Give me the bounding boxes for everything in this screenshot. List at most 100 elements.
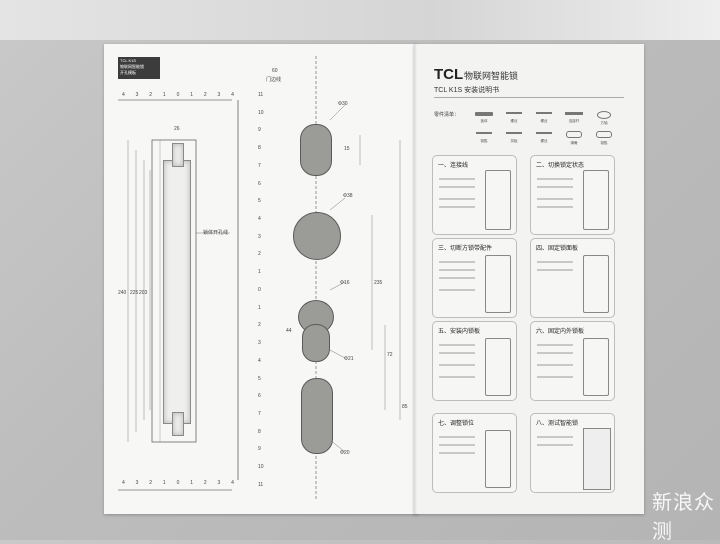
dim-label: 235 (374, 280, 383, 286)
dim-label: 44 (286, 328, 292, 334)
side-label: 锁体开孔线 (203, 230, 229, 236)
hole-handle-round (293, 212, 341, 260)
vertical-ruler-labels: 11 10 9 8 7 6 5 4 3 2 1 0 1 2 3 4 5 6 7 … (258, 92, 264, 488)
ruler-label: 2 (258, 251, 261, 258)
ruler-label: 4 (231, 92, 234, 98)
ruler-label: 11 (258, 92, 264, 98)
dim-label: Φ16 (340, 280, 350, 286)
manual-title: TCL K1S 安装说明书 (434, 87, 500, 94)
step-box-1: 一、连接线 (432, 155, 517, 235)
lock-body-outline (151, 139, 197, 443)
part-label: 锁体 (480, 119, 488, 123)
step-title: 五、安装内锁板 (438, 329, 481, 335)
dim-label: 26 (174, 126, 180, 132)
step-illustration (583, 170, 609, 230)
text-line (537, 376, 573, 378)
step-illustration (485, 255, 511, 313)
latch-slot-bottom (172, 412, 184, 436)
right-dimension-lines (359, 135, 401, 420)
text-line (439, 277, 475, 279)
part-item: 扣板 (500, 128, 528, 146)
ruler-label: 11 (258, 481, 264, 488)
step-box-2: 二、切换锁定状态 (530, 155, 615, 235)
ruler-label: 5 (258, 198, 261, 205)
ruler-label: 7 (258, 162, 261, 169)
dim-label: Φ20 (340, 450, 350, 456)
ruler-label: 1 (258, 269, 261, 276)
ruler-label: 4 (258, 216, 261, 223)
tag-line-2: 物联网智能锁 (120, 64, 144, 69)
part-label: 连接杆 (568, 119, 580, 123)
page-fold (414, 44, 417, 514)
text-line (439, 452, 475, 454)
part-label: 螺丝 (510, 119, 518, 123)
background-wall (0, 0, 720, 40)
part-item: 钥匙 (470, 128, 498, 146)
ruler-label: 1 (162, 92, 166, 98)
dim-label: 85 (402, 404, 408, 410)
part-label: 扣板 (510, 139, 518, 143)
ruler-label: 2 (258, 322, 261, 329)
part-item: 锁体 (470, 108, 498, 126)
dim-label: Φ21 (344, 356, 354, 362)
part-label: 方轴 (600, 121, 608, 125)
text-line (439, 206, 475, 208)
top-ruler-labels: 4 3 2 1 0 1 2 3 4 (122, 92, 234, 98)
dim-label: 15 (344, 146, 350, 152)
ruler-label: 2 (203, 92, 207, 98)
step-illustration (485, 430, 511, 488)
text-line (537, 198, 573, 200)
text-line (439, 444, 475, 446)
step-title: 七、调整锁位 (438, 421, 475, 427)
text-line (537, 206, 573, 208)
ruler-label: 2 (203, 480, 207, 486)
ruler-label: 8 (258, 145, 261, 152)
ruler-label: 4 (231, 480, 234, 486)
step-title: 八、测试智能锁 (536, 421, 579, 427)
text-line (439, 198, 475, 200)
step-title: 一、连接线 (438, 163, 469, 169)
part-item: 螺丝 (530, 108, 558, 126)
door-edge-label: 门边线 (266, 77, 282, 83)
lock-body-cutout (163, 160, 191, 424)
step-box-8: 八、测试智能锁 (530, 413, 615, 493)
ruler-label: 0 (176, 480, 180, 486)
ruler-label: 1 (258, 304, 261, 311)
step-title: 四、固定锁面板 (536, 246, 579, 252)
dim-label: 72 (387, 352, 393, 358)
bottom-ruler-labels: 4 3 2 1 0 1 2 3 4 (122, 480, 234, 486)
ruler-label: 6 (258, 180, 261, 187)
ruler-label: 3 (258, 340, 261, 347)
left-dimension-lines (127, 140, 151, 442)
ruler-label: 4 (258, 357, 261, 364)
text-line (439, 376, 475, 378)
step-box-4: 四、固定锁面板 (530, 238, 615, 318)
part-item: 螺丝 (530, 128, 558, 146)
ruler-label: 1 (190, 92, 193, 98)
part-label: 钥匙 (480, 139, 488, 143)
text-line (537, 269, 573, 271)
brand-subtitle: 物联网智能锁 (464, 71, 519, 81)
hole-cylinder-lower (302, 324, 330, 362)
ruler-label: 0 (176, 92, 180, 98)
text-line (537, 178, 573, 180)
ruler-label: 1 (190, 480, 193, 486)
part-label: 弹簧 (570, 141, 578, 145)
text-line (439, 178, 475, 180)
text-line (439, 352, 475, 354)
text-line (439, 269, 475, 271)
text-line (537, 344, 573, 346)
text-line (439, 289, 475, 291)
step-box-3: 三、切断方锁带配件 (432, 238, 517, 318)
ruler-label: 3 (217, 92, 221, 98)
part-label: 螺丝 (540, 119, 548, 123)
tag-line-3: 开孔模板 (120, 70, 136, 75)
drilling-template-sheet (104, 44, 418, 514)
brand-logo: TCL (434, 66, 464, 83)
part-item: 钥匙 (590, 128, 618, 146)
part-label: 螺丝 (540, 139, 548, 143)
dim-label: Φ30 (338, 101, 348, 107)
step-illustration (485, 338, 511, 396)
ruler-label: 3 (217, 480, 221, 486)
text-line (537, 444, 573, 446)
